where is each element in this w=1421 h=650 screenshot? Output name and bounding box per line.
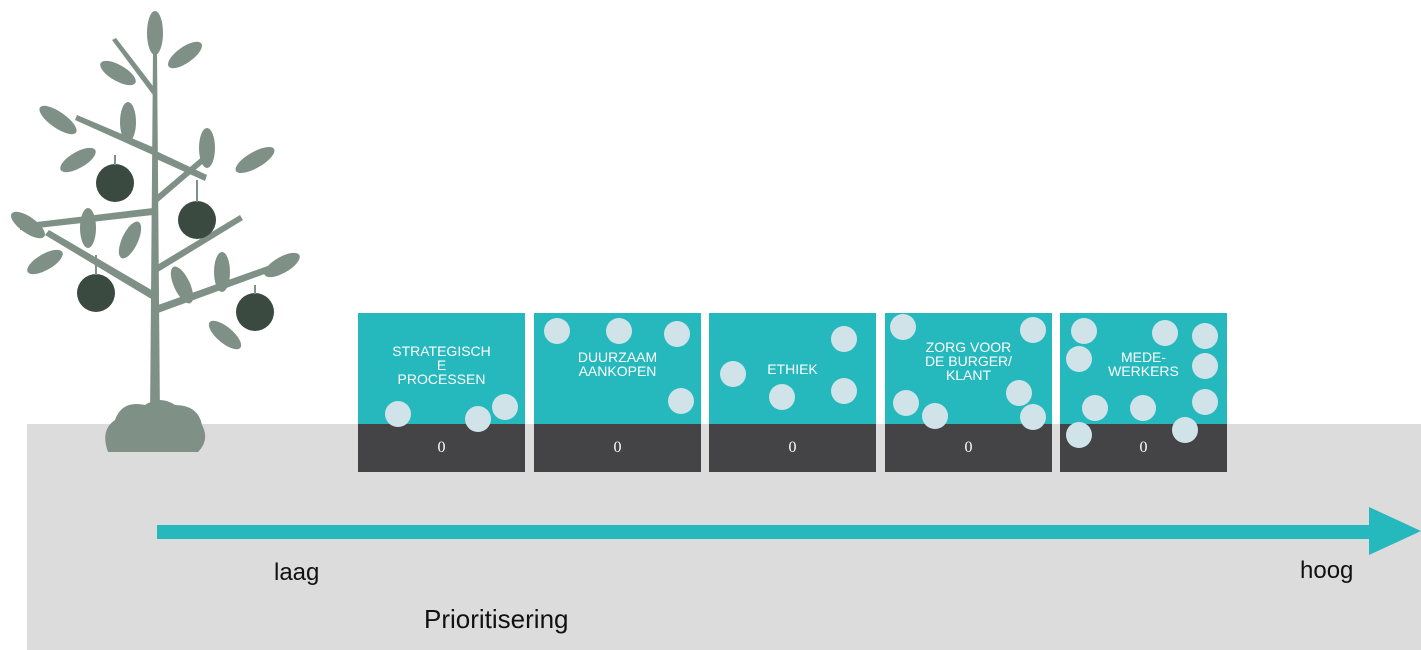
decorative-dot <box>1192 389 1218 415</box>
card-title: MEDE- WERKERS <box>1108 349 1179 379</box>
tree-leaf <box>10 211 46 239</box>
tree-leaf <box>39 105 77 135</box>
decorative-dot <box>668 388 694 414</box>
tree-leaf <box>147 11 163 55</box>
tree-leaf <box>264 252 300 278</box>
card-title: ETHIEK <box>767 361 818 377</box>
decorative-dot <box>720 361 746 387</box>
card-strategische-processen: STRATEGISCH E PROCESSEN 0 <box>358 313 525 472</box>
tree-fruit <box>96 164 134 202</box>
tree-leaf <box>100 60 136 86</box>
decorative-dot <box>922 403 948 429</box>
tree-leaf <box>80 208 96 248</box>
tree-leaf <box>235 147 275 173</box>
decorative-dot <box>606 318 632 344</box>
card-value: 0 <box>534 424 701 472</box>
tree-branch <box>75 115 155 155</box>
tree-trunk <box>150 50 160 420</box>
tree-leaf <box>214 252 230 292</box>
decorative-dot <box>492 394 518 420</box>
card-title: ZORG VOOR DE BURGER/ KLANT <box>924 339 1013 383</box>
decorative-dot <box>1082 395 1108 421</box>
decorative-dot <box>1152 320 1178 346</box>
decorative-dot <box>893 390 919 416</box>
tree-fruit <box>236 293 274 331</box>
card-title: STRATEGISCH E PROCESSEN <box>392 343 491 387</box>
decorative-dot <box>1006 380 1032 406</box>
priority-arrow <box>157 507 1421 555</box>
scale-high-label: hoog <box>1300 557 1354 584</box>
decorative-dot <box>1020 404 1046 430</box>
tree-leaf <box>199 128 215 168</box>
decorative-dot <box>769 384 795 410</box>
card-value: 0 <box>709 424 876 472</box>
card-title: DUURZAAM AANKOPEN <box>577 349 658 379</box>
tree-branch <box>45 230 155 300</box>
tree-leaf <box>167 41 203 69</box>
tree-leaves <box>10 11 300 350</box>
card-value: 0 <box>358 424 525 472</box>
tree-branch <box>157 215 243 272</box>
scale-low-label: laag <box>274 559 320 586</box>
tree-leaf <box>27 249 63 275</box>
tree-illustration <box>10 11 300 452</box>
decorative-dot <box>465 406 491 432</box>
tree-leaf <box>170 266 194 304</box>
decorative-dot <box>1066 422 1092 448</box>
tree-fruit <box>77 274 115 312</box>
card-value: 0 <box>885 424 1052 472</box>
decorative-dot <box>1192 323 1218 349</box>
decorative-dot <box>831 378 857 404</box>
decorative-dot <box>385 401 411 427</box>
tree-fruit <box>178 201 216 239</box>
axis-title: Prioritisering <box>424 604 569 634</box>
decorative-dot <box>1192 353 1218 379</box>
decorative-dot <box>1172 417 1198 443</box>
decorative-dot <box>544 318 570 344</box>
fruit-stems <box>95 155 256 294</box>
tree-leaf <box>60 147 96 173</box>
decorative-dot <box>890 314 916 340</box>
tree-leaf <box>120 102 136 142</box>
decorative-dot <box>664 321 690 347</box>
arrow-head <box>1369 507 1421 555</box>
decorative-dot <box>1130 395 1156 421</box>
decorative-dot <box>1020 317 1046 343</box>
decorative-dot <box>1071 318 1097 344</box>
tree-fruits <box>77 164 274 331</box>
tree-leaf <box>118 221 142 259</box>
tree-soil <box>105 400 206 452</box>
tree-leaf <box>208 320 242 350</box>
tree-branch <box>154 150 207 181</box>
tree-branch <box>157 150 214 202</box>
tree-branch <box>112 38 156 95</box>
arrow-shaft <box>157 525 1372 539</box>
decorative-dot <box>1066 346 1092 372</box>
decorative-dot <box>831 326 857 352</box>
